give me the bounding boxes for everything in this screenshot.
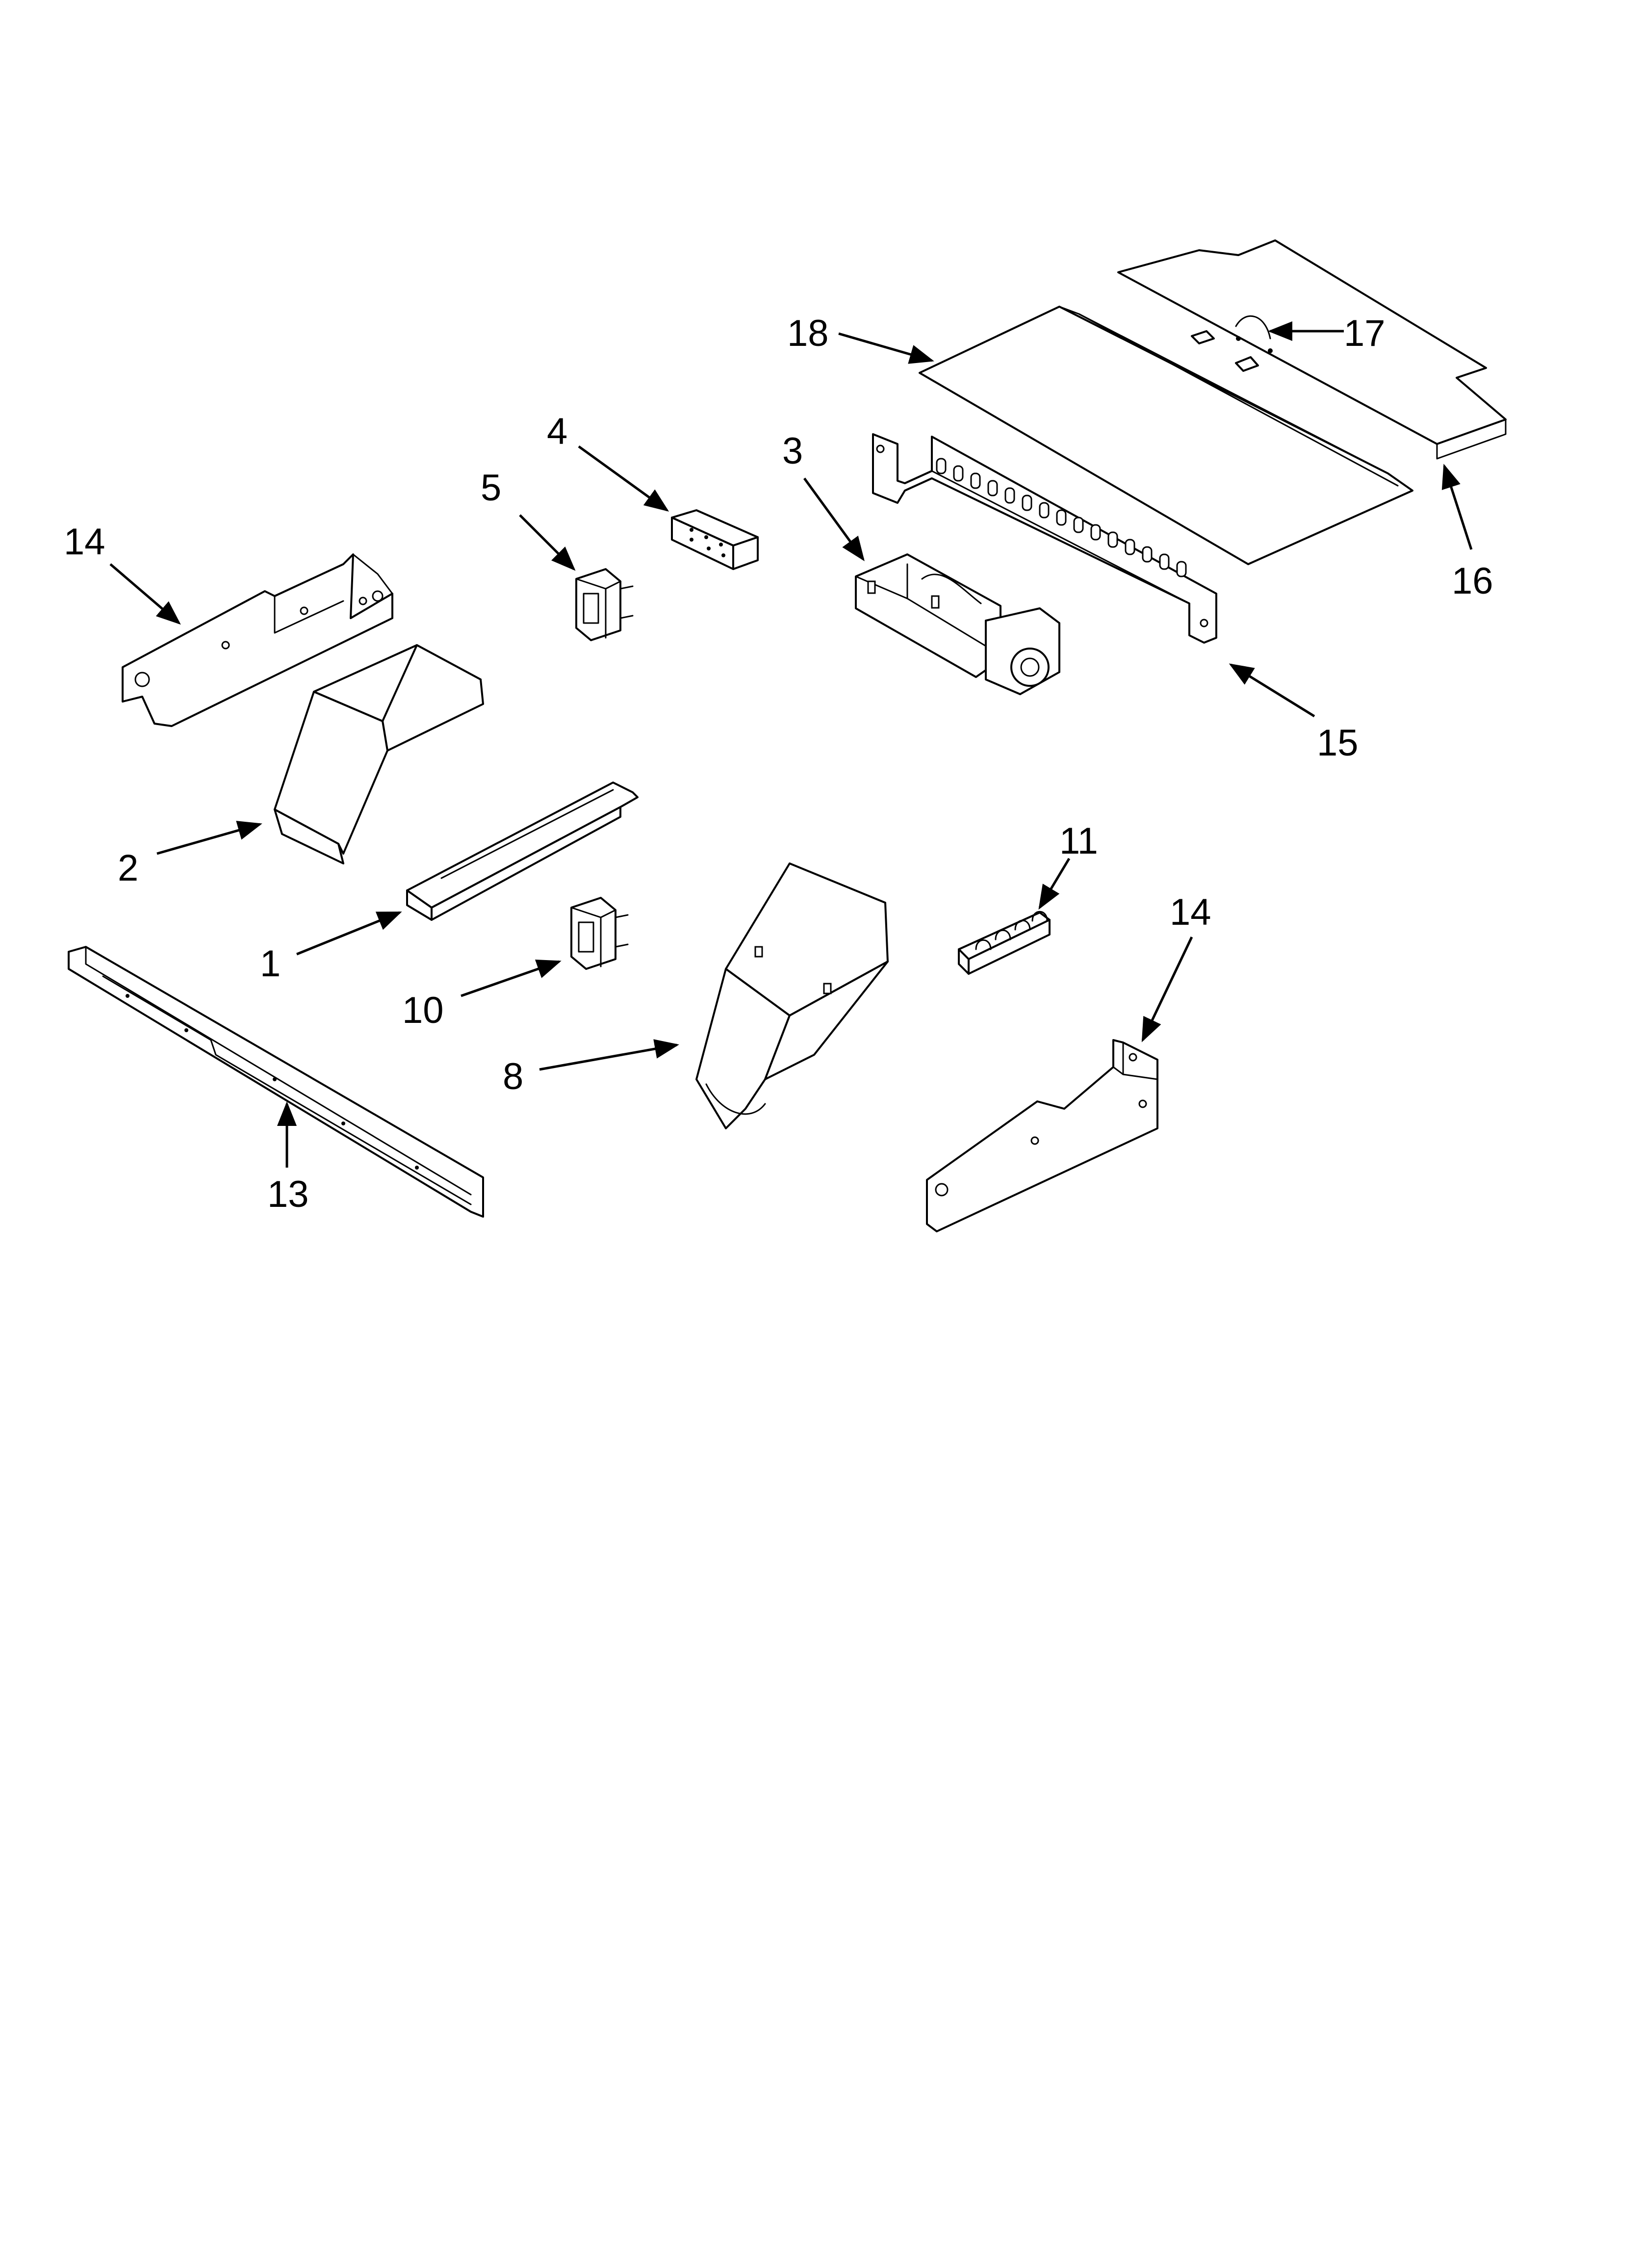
part-1-channel: [406, 782, 639, 921]
part-4-terminal-block: [671, 509, 759, 570]
leader-15: [1229, 663, 1315, 718]
part-14-right-bracket: [926, 1039, 1158, 1232]
part-3-control-module: [855, 553, 1060, 695]
callout-2: 2: [118, 847, 138, 889]
part-14-left-bracket: [122, 553, 393, 727]
callout-14-left: 14: [64, 521, 105, 563]
part-8-trough: [695, 862, 889, 1129]
callout-1: 1: [260, 943, 281, 985]
callout-labels: 1 2 3 4 5 8 10 11 13 14 14 15 16 17 18: [64, 313, 1493, 1215]
callout-5: 5: [481, 467, 501, 509]
leader-18: [838, 332, 934, 364]
leader-lines: [109, 321, 1473, 1168]
callout-8: 8: [503, 1056, 523, 1097]
part-10-switch: [570, 897, 629, 970]
callout-14-right: 14: [1170, 891, 1211, 933]
leader-10: [461, 959, 562, 997]
leader-1: [296, 911, 402, 956]
callout-17: 17: [1344, 313, 1385, 354]
part-15-perforated-rail: [872, 433, 1217, 644]
callout-4: 4: [547, 411, 567, 452]
callout-11: 11: [1059, 820, 1098, 862]
callout-13: 13: [267, 1173, 309, 1215]
callout-18: 18: [787, 313, 829, 354]
leader-16: [1441, 464, 1473, 550]
part-16-top-panel: [1117, 239, 1507, 460]
callout-15: 15: [1317, 722, 1359, 764]
leader-14a: [109, 563, 181, 625]
leader-11: [1038, 858, 1071, 910]
part-11-retainer: [958, 911, 1051, 975]
leader-2: [156, 821, 262, 855]
callout-10: 10: [402, 990, 444, 1031]
leader-8: [539, 1039, 679, 1071]
part-5-switch: [575, 568, 634, 641]
leader-14b: [1141, 936, 1193, 1043]
leader-3: [803, 477, 865, 562]
callout-16: 16: [1452, 560, 1493, 602]
leader-4: [578, 445, 669, 512]
callout-3: 3: [782, 430, 803, 472]
part-18-shield-panel: [919, 306, 1413, 565]
leader-5: [519, 514, 576, 571]
part-2-duct: [274, 644, 484, 864]
part-13-long-rail: [68, 946, 484, 1218]
part-17-clip: [1191, 315, 1273, 372]
